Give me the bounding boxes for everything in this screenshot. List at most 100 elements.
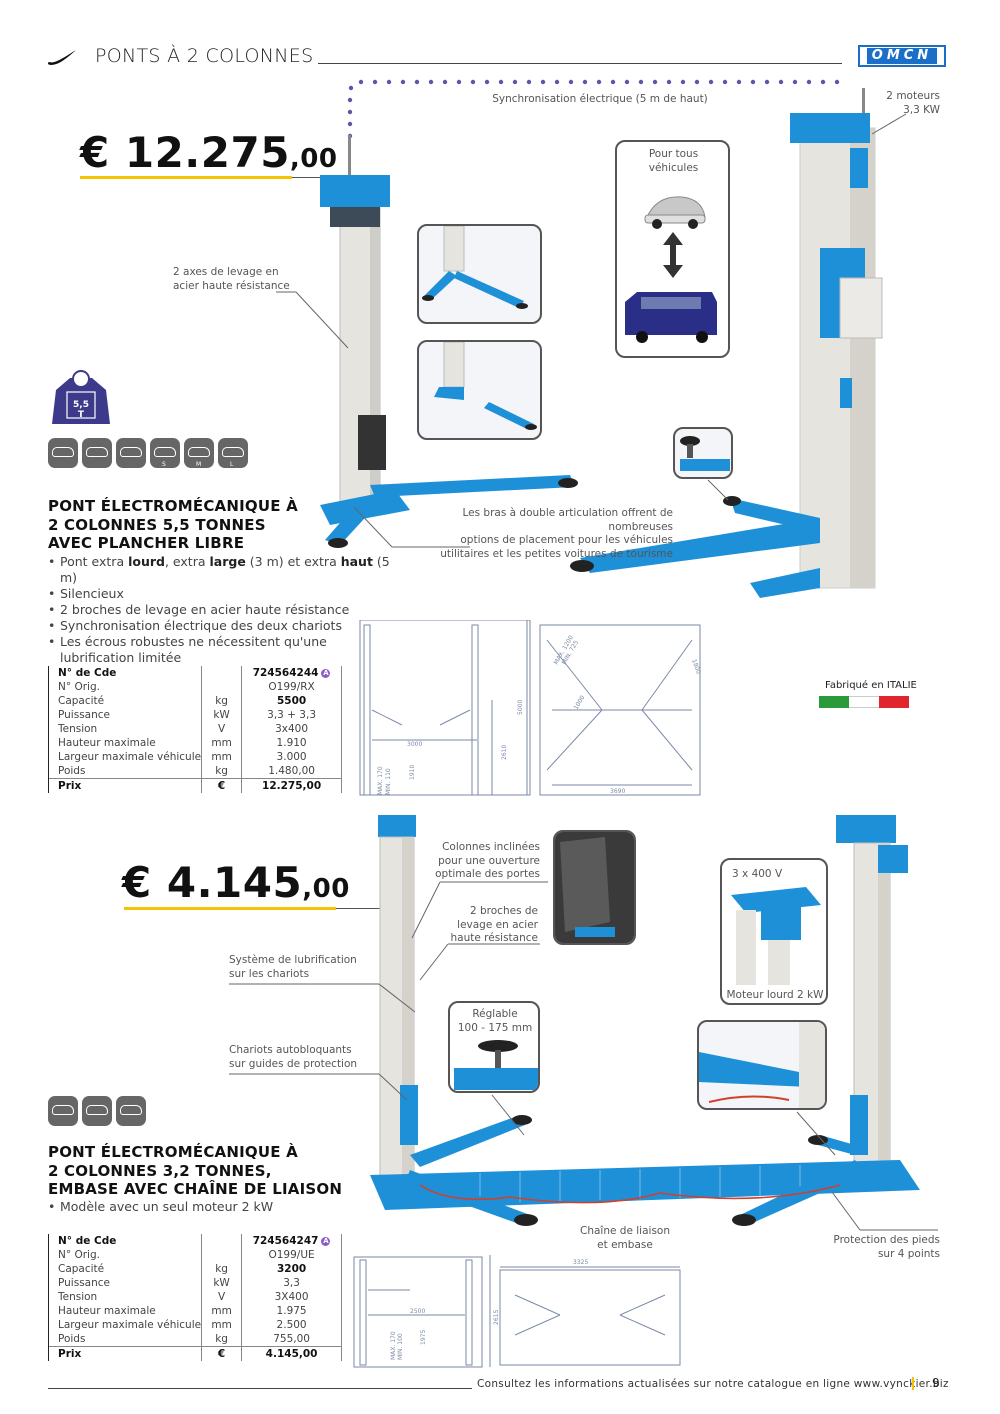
product1-vehicle-types: S M L [48, 438, 252, 468]
spec-price-row: Prix€4.145,00 [47, 1346, 343, 1361]
dim-2615: 2615 [493, 1310, 500, 1325]
vehicle-type-car-medium-icon [82, 438, 112, 468]
product2-price-underline [124, 907, 336, 910]
product2-door-photo [553, 830, 636, 945]
product1-price-underline-ext [292, 177, 332, 178]
callout-inclined-leader [411, 881, 548, 939]
dim-min-100: MIN. 100 [397, 1333, 404, 1360]
van-size-s-label: S [162, 461, 166, 468]
callout-feet-leader [831, 1191, 938, 1231]
callout-chain-photo-leader [796, 1111, 836, 1156]
capacity-badge: 5,5 T [50, 370, 112, 428]
product2-feature: Modèle avec un seul moteur 2 kW [48, 1199, 398, 1215]
spec-row: N° Orig.O199/UE [47, 1248, 343, 1262]
callout-arms: Les bras à double articulation offrent d… [440, 507, 673, 560]
product1-vehicles-box: Pour tous véhicules [615, 140, 730, 358]
section-title: PONTS À 2 COLONNES [95, 45, 314, 67]
callout-feet: Protection des pieds sur 4 points [833, 1234, 940, 1260]
brand-logo: OMCN [858, 45, 946, 67]
footer-text: Consultez les informations actualisées s… [477, 1378, 949, 1390]
dim-min-110: MIN. 110 [385, 768, 392, 795]
product1-feature: Silencieux [48, 586, 398, 602]
dim-3690: 3690 [610, 788, 625, 795]
a-badge-icon: A [321, 669, 331, 678]
page-number: 9 [932, 1376, 940, 1390]
vehicle-type-van-s-icon: S [150, 438, 180, 468]
callout-arms-leader [353, 506, 470, 548]
dim-2610: 2610 [501, 745, 508, 760]
product1-title: PONT ÉLECTROMÉCANIQUE À 2 COLONNES 5,5 T… [48, 497, 298, 552]
made-in-label: Fabriqué en ITALIE [825, 680, 917, 691]
product1-price-cents: ,00 [289, 144, 338, 174]
callout-chain: Chaîne de liaison et embase [580, 1225, 670, 1251]
callout-self-lock-leader [229, 1073, 408, 1101]
vehicles-illustration [625, 196, 717, 343]
product1-feature: Les écrous robustes ne nécessitent qu'un… [48, 634, 398, 666]
product2-technical-drawing: 2500 2615 1975 3325 MAX. 170 MIN. 100 [353, 1255, 681, 1368]
product2-vehicle-types [48, 1096, 150, 1126]
callout-lubrication-leader [229, 983, 416, 1013]
callout-sync: Synchronisation électrique (5 m de haut) [492, 93, 708, 105]
vehicle-type-car-medium-icon [82, 1096, 112, 1126]
callout-motors-leader [871, 113, 907, 135]
product1-arm-detail-photo-1 [417, 224, 542, 324]
product2-adjust-box: Réglable 100 - 175 mm [448, 1001, 540, 1093]
callout-all-vehicles: Pour tous véhicules [648, 148, 699, 174]
vehicle-type-car-small-icon [48, 1096, 78, 1126]
dim-1975: 1975 [420, 1330, 427, 1345]
dim-3000: 3000 [407, 741, 422, 748]
callout-axes-leader [276, 291, 349, 349]
a-badge-icon: A [321, 1237, 331, 1246]
spec-price-row: Prix€12.275,00 [47, 778, 343, 793]
sync-dotted-line [347, 79, 840, 139]
product1-technical-drawing: 3000 5000 2610 1910 MAX. 170 MIN. 110 36… [359, 620, 702, 796]
product1-price-underline [80, 176, 292, 179]
callout-self-lock: Chariots autobloquants sur guides de pro… [229, 1044, 358, 1070]
product2-price-underline-ext [336, 908, 380, 909]
callout-axes: 2 axes de levage en acier haute résistan… [173, 266, 290, 292]
product1-lift-right-column [570, 88, 883, 598]
dim-1910: 1910 [409, 765, 416, 780]
callout-motor: Moteur lourd 2 kW [726, 989, 824, 1001]
van-size-l-label: L [230, 461, 234, 468]
pad-illustration [454, 1040, 538, 1090]
dim-max-170: MAX. 170 [390, 1331, 397, 1360]
product1-feature: 2 broches de levage en acier haute résis… [48, 602, 398, 618]
product1-lift-image [320, 135, 578, 548]
product1-price-main: € 12.275 [80, 128, 290, 177]
product2-title: PONT ÉLECTROMÉCANIQUE À 2 COLONNES 3,2 T… [48, 1143, 343, 1198]
product2-price: € 4.145,00 [122, 858, 350, 907]
capacity-badge-text: 5,5 T [73, 400, 89, 420]
product1-pad-detail-photo [673, 427, 733, 479]
callout-spindles: 2 broches de levage en acier haute résis… [450, 905, 538, 944]
spec-header-label: N° de Cde [47, 1234, 202, 1248]
vehicle-type-van-l-icon: L [218, 438, 248, 468]
callout-motors: 2 moteurs 3,3 KW [886, 90, 940, 116]
product2-price-cents: ,00 [302, 874, 350, 904]
callout-spindles-leader [419, 943, 540, 981]
dim-5000: 5000 [517, 700, 524, 715]
callout-inclined: Colonnes inclinées pour une ouverture op… [435, 841, 540, 880]
product1-feature: Synchronisation électrique des deux char… [48, 618, 398, 634]
vehicle-type-car-small-icon [48, 438, 78, 468]
brand-logo-text: OMCN [866, 48, 938, 64]
dim-3325: 3325 [573, 1259, 588, 1266]
callout-voltage: 3 x 400 V [732, 868, 783, 880]
footer-separator [912, 1377, 914, 1390]
product2-features: Modèle avec un seul moteur 2 kW [48, 1199, 398, 1215]
italy-flag-icon [819, 696, 909, 708]
